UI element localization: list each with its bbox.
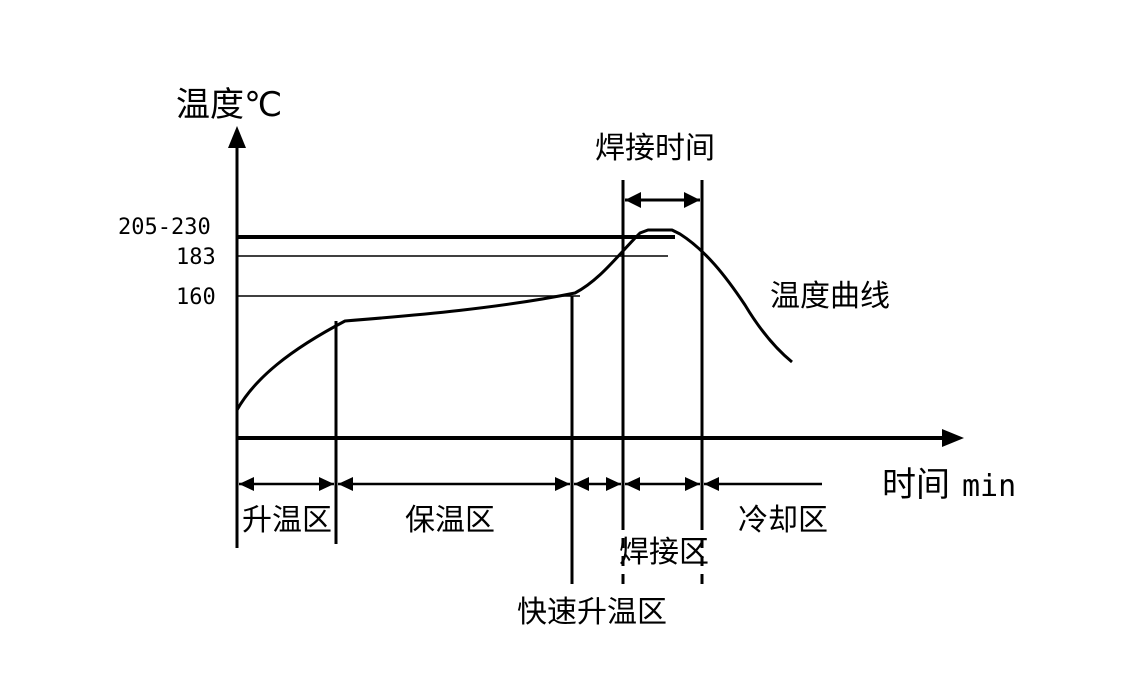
peak-temperature-label: 205-230 [118, 215, 211, 240]
zone-label-ramp-up: 升温区 [242, 503, 332, 538]
x-axis-unit: min [962, 469, 1016, 504]
temperature-curve [235, 228, 793, 411]
zone-arrowhead [239, 477, 254, 491]
weld-time-arrowhead-left [625, 192, 641, 208]
weld-time-arrowhead-right [684, 192, 700, 208]
zone-label-soak: 保温区 [405, 503, 495, 538]
zone-arrowhead [625, 477, 640, 491]
zone-label-cooling: 冷却区 [738, 503, 828, 538]
melting-temperature-label: 183 [176, 245, 216, 270]
soak-end-temperature-label: 160 [176, 285, 216, 310]
zone-label-reflow: 焊接区 [619, 535, 709, 570]
zone-arrowhead [319, 477, 334, 491]
zone-arrowhead [574, 477, 589, 491]
zone-arrowhead [704, 477, 719, 491]
zone-arrowhead [606, 477, 621, 491]
zone-arrowhead [338, 477, 353, 491]
x-axis-label: 时间 [882, 465, 950, 505]
zone-label-fast-ramp: 快速升温区 [517, 595, 667, 630]
zone-arrowhead [555, 477, 570, 491]
x-axis-arrowhead [942, 429, 964, 447]
weld-time-label: 焊接时间 [595, 131, 715, 166]
y-axis-arrowhead [228, 126, 246, 148]
zone-arrowhead [685, 477, 700, 491]
y-axis-label: 温度℃ [176, 85, 282, 125]
curve-label: 温度曲线 [770, 279, 890, 314]
